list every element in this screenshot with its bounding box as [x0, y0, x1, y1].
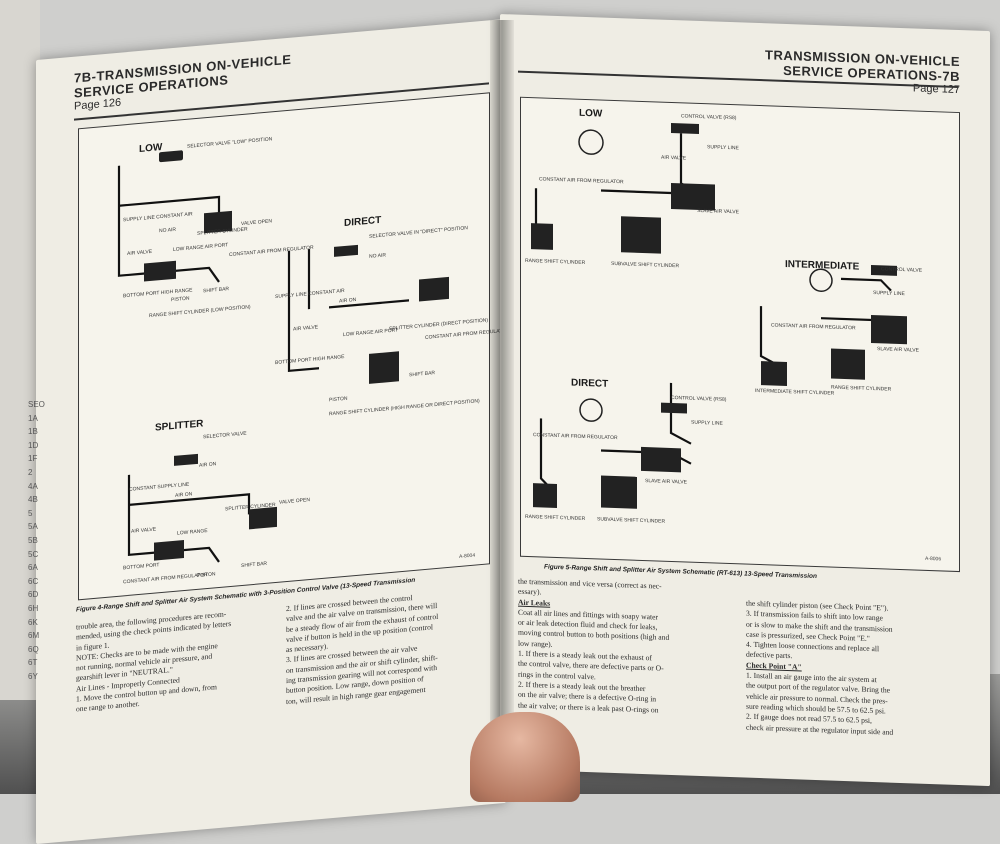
tab-21: 6Y: [28, 671, 38, 681]
tab-6: 2: [28, 467, 33, 477]
tab-12: 5C: [28, 549, 39, 559]
thumb: [470, 712, 580, 802]
tab-13: 6A: [28, 563, 38, 573]
tab-5: 1F: [28, 454, 38, 464]
book-gutter: [490, 20, 514, 770]
page-stack-edge: [0, 0, 40, 700]
tab-15: 6D: [28, 590, 39, 600]
tab-11: 5B: [28, 535, 38, 545]
right-low-title: LOW: [579, 107, 603, 120]
tab-20: 6T: [28, 658, 38, 668]
right-dir-label-2: SUPPLY LINE: [691, 419, 723, 427]
right-figure-frame: LOW INTERMEDIATE DIRECT CONTROL VALVE (R…: [520, 96, 960, 573]
right-page: TRANSMISSION ON-VEHICLE SERVICE OPERATIO…: [500, 14, 990, 787]
section-tabs: SEO 1A 1B 1D 1F 2 4A 4B 5 5A 5B 5C 6A 6C…: [28, 398, 48, 683]
left-figure-frame: LOW DIRECT SPLITTER SELECTOR VALVE "LOW"…: [78, 92, 510, 601]
right-low-label-2: AIR VALVE: [661, 154, 687, 162]
right-int-label-2: SUPPLY LINE: [873, 290, 905, 298]
tab-8: 4B: [28, 495, 38, 505]
tab-18: 6M: [28, 631, 40, 641]
right-low-label-3: SUPPLY LINE: [707, 144, 739, 152]
right-header: TRANSMISSION ON-VEHICLE SERVICE OPERATIO…: [765, 47, 960, 96]
tab-16: 6H: [28, 603, 39, 613]
left-page: 7B-TRANSMISSION ON-VEHICLE SERVICE OPERA…: [36, 18, 510, 844]
tab-10: 5A: [28, 522, 38, 532]
tab-19: 6Q: [28, 644, 39, 654]
left-text-column-1: trouble area, the following procedures a…: [76, 605, 276, 715]
tab-7: 4A: [28, 481, 38, 491]
right-figure-ref: A-8006: [925, 555, 942, 563]
right-schematic-lines: [531, 122, 907, 509]
right-text-column-1: the transmission and vice versa (correct…: [518, 577, 736, 718]
right-text-column-2: the shift cylinder piston (see Check Poi…: [746, 599, 966, 741]
tab-1: SEO: [28, 400, 45, 409]
tab-9: 5: [28, 508, 33, 518]
tab-14: 6C: [28, 576, 39, 586]
tab-2: 1A: [28, 413, 38, 423]
right-figure-caption: Figure 5-Range Shift and Splitter Air Sy…: [544, 563, 817, 581]
tab-3: 1B: [28, 427, 38, 437]
left-schematic-lines: [117, 150, 449, 563]
low-diagram-title: LOW: [139, 141, 163, 155]
tab-4: 1D: [28, 440, 39, 450]
tab-17: 6K: [28, 617, 38, 627]
left-text-column-2: 2. If lines are crossed between the cont…: [286, 586, 496, 707]
right-direct-title: DIRECT: [571, 377, 609, 390]
